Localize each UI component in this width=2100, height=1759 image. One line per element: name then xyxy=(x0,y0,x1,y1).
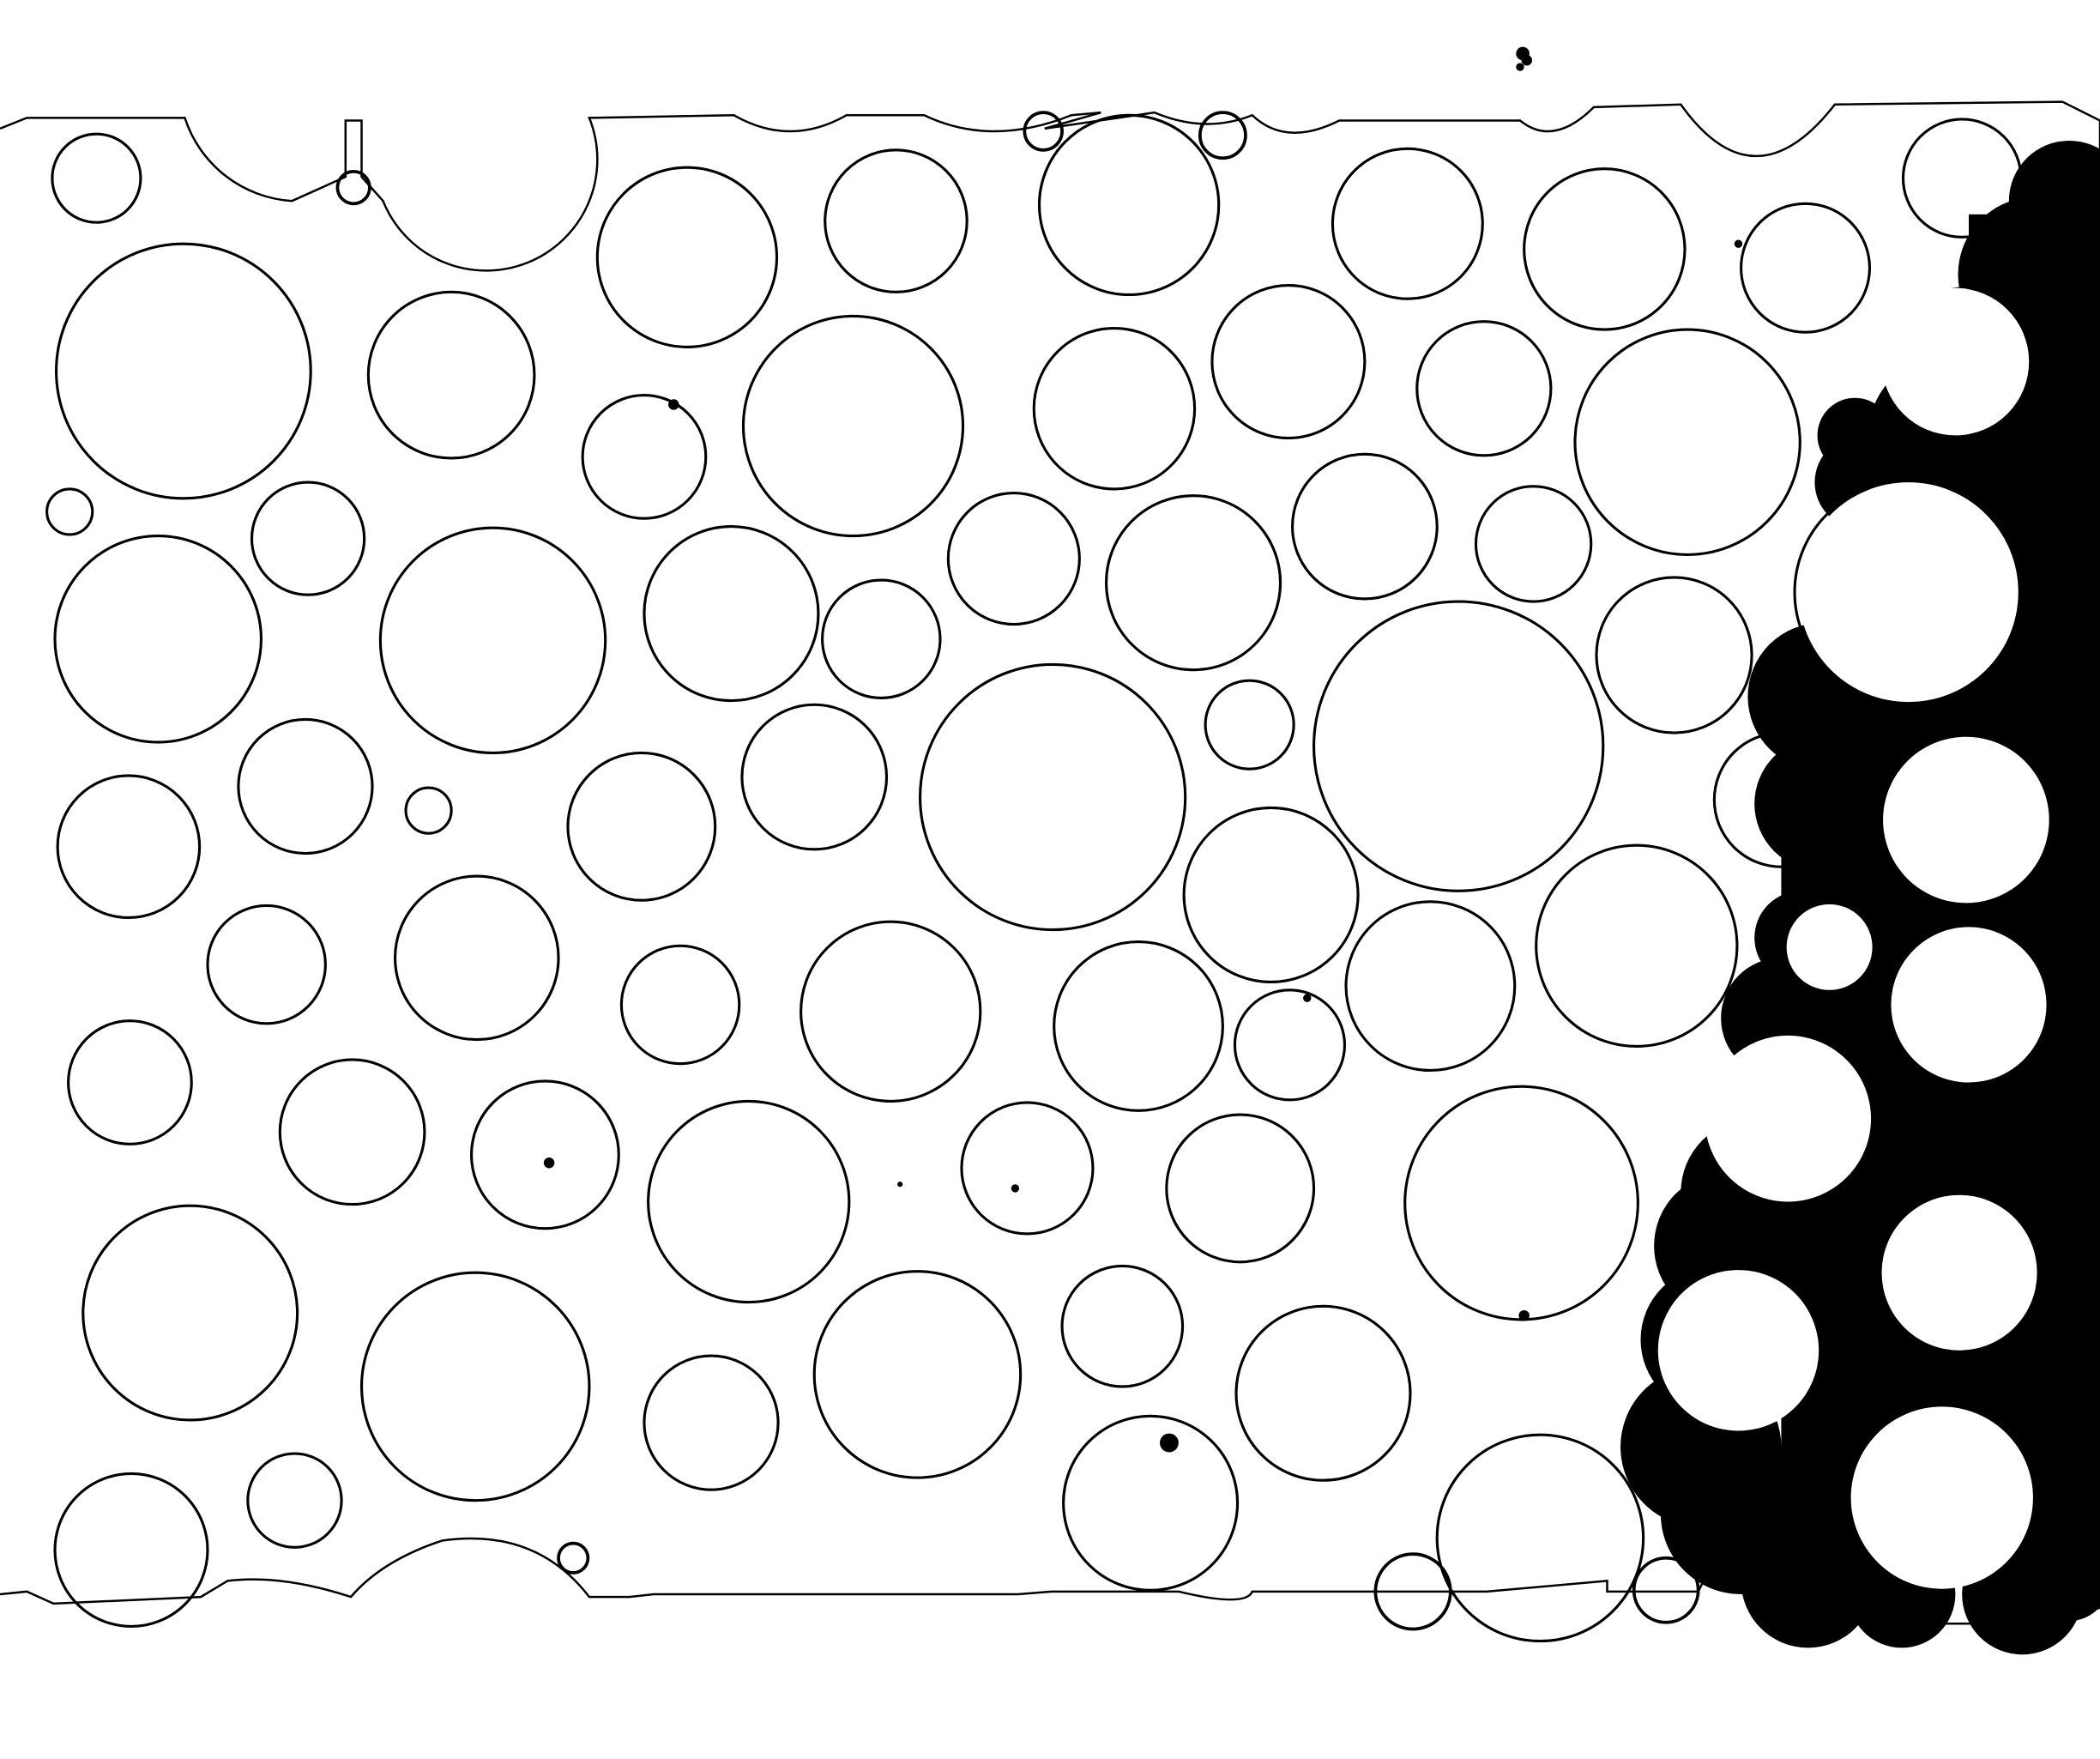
grain-circle xyxy=(237,717,374,855)
grain-circle xyxy=(53,534,262,744)
grain-circle xyxy=(1053,940,1224,1112)
grain-circle-invaded xyxy=(1850,1406,2033,1589)
grain-layer xyxy=(45,111,2049,1643)
debris-layer xyxy=(543,46,2095,1453)
grain-circle xyxy=(1474,485,1593,603)
grain-circle xyxy=(643,1354,780,1491)
grain-circle xyxy=(946,492,1081,626)
debris-speck xyxy=(1160,1433,1179,1453)
debris-speck xyxy=(668,399,679,410)
grain-circle xyxy=(1291,452,1439,601)
grain-circle xyxy=(566,751,717,902)
trapped-bubble xyxy=(557,1541,590,1575)
grain-circle xyxy=(821,578,942,700)
grain-circle xyxy=(53,1472,209,1628)
debris-speck xyxy=(1303,994,1312,1002)
debris-speck xyxy=(1521,55,1533,66)
grain-circle xyxy=(960,1101,1095,1236)
grain-circle xyxy=(740,703,889,851)
grain-circle xyxy=(250,481,366,596)
grain-circle xyxy=(1523,167,1687,331)
grain-circle xyxy=(246,1452,343,1549)
grain-circle xyxy=(1312,600,1605,892)
trapped-bubble xyxy=(1632,1556,1700,1624)
grain-circle xyxy=(394,874,560,1042)
grain-circle xyxy=(1712,731,1850,868)
debris-speck xyxy=(543,1157,555,1169)
grain-circle xyxy=(1182,806,1360,984)
grain-circle-invaded xyxy=(1891,927,2047,1083)
grain-circle-invaded xyxy=(1705,1035,1872,1202)
grain-circle xyxy=(1060,1264,1185,1388)
grain-circle xyxy=(1037,113,1221,297)
debris-speck xyxy=(1518,1309,1530,1321)
grain-circle xyxy=(51,132,142,224)
grain-circle xyxy=(469,1079,620,1230)
grain-circle-invaded xyxy=(1883,736,2049,904)
grain-circle xyxy=(278,1058,426,1206)
grain-circle xyxy=(1032,326,1197,491)
grain-circle-invaded xyxy=(1786,904,1873,990)
chamber-outline-layer xyxy=(0,100,2100,1625)
debris-speck xyxy=(1011,1184,1020,1193)
grain-circle xyxy=(1573,328,1801,556)
grain-circle xyxy=(619,944,741,1066)
grain-circle-invaded xyxy=(1881,287,2030,436)
grain-circle xyxy=(1535,843,1739,1048)
grain-circle xyxy=(1204,679,1295,771)
grain-circle xyxy=(1165,1113,1316,1264)
grain-circle xyxy=(824,148,969,293)
grain-circle xyxy=(1901,118,2023,239)
grain-circle xyxy=(1210,283,1367,440)
grain-circle xyxy=(595,166,779,348)
grain-circle-invaded xyxy=(1657,1270,1819,1431)
grain-circle xyxy=(919,662,1187,932)
grain-circle xyxy=(1740,202,1872,334)
grain-circle xyxy=(1331,147,1484,300)
grain-circle xyxy=(1105,494,1282,672)
grain-circle xyxy=(56,774,202,920)
trapped-bubble xyxy=(1198,111,1247,160)
grain-circle xyxy=(359,1271,591,1502)
grain-circle xyxy=(812,1270,1023,1479)
debris-speck xyxy=(1734,239,1743,248)
grain-circle xyxy=(800,920,982,1103)
grain-circle xyxy=(1233,988,1347,1102)
grain-circle xyxy=(1234,1304,1412,1482)
grain-circle xyxy=(404,786,453,835)
grain-circle xyxy=(741,314,965,538)
grain-circle xyxy=(366,290,536,460)
grain-circle xyxy=(581,394,708,520)
grain-circle-invaded xyxy=(1881,1194,2037,1351)
grain-circle xyxy=(643,525,820,703)
grain-circle xyxy=(1403,1085,1639,1321)
grain-circle xyxy=(1435,1433,1645,1643)
debris-speck xyxy=(1516,63,1524,71)
grain-circle xyxy=(1062,1414,1240,1592)
trapped-bubble xyxy=(1023,111,1064,152)
grain-circle xyxy=(1415,320,1553,457)
grain-circle xyxy=(67,1019,193,1145)
chamber-outline xyxy=(0,100,2100,1625)
grain-circle xyxy=(81,1204,299,1422)
debris-speck xyxy=(2084,704,2095,716)
grain-circle xyxy=(1595,576,1753,734)
debris-speck xyxy=(897,1182,903,1188)
grain-circle xyxy=(1344,900,1517,1073)
grain-circle xyxy=(378,526,607,755)
trapped-bubble xyxy=(1373,1552,1452,1631)
grain-circle xyxy=(55,242,312,500)
grain-circle xyxy=(647,1099,851,1304)
trapped-bubble xyxy=(335,169,371,206)
grain-circle-invaded xyxy=(1798,482,2019,703)
grain-circle xyxy=(206,904,327,1025)
grain-circle xyxy=(45,487,94,536)
